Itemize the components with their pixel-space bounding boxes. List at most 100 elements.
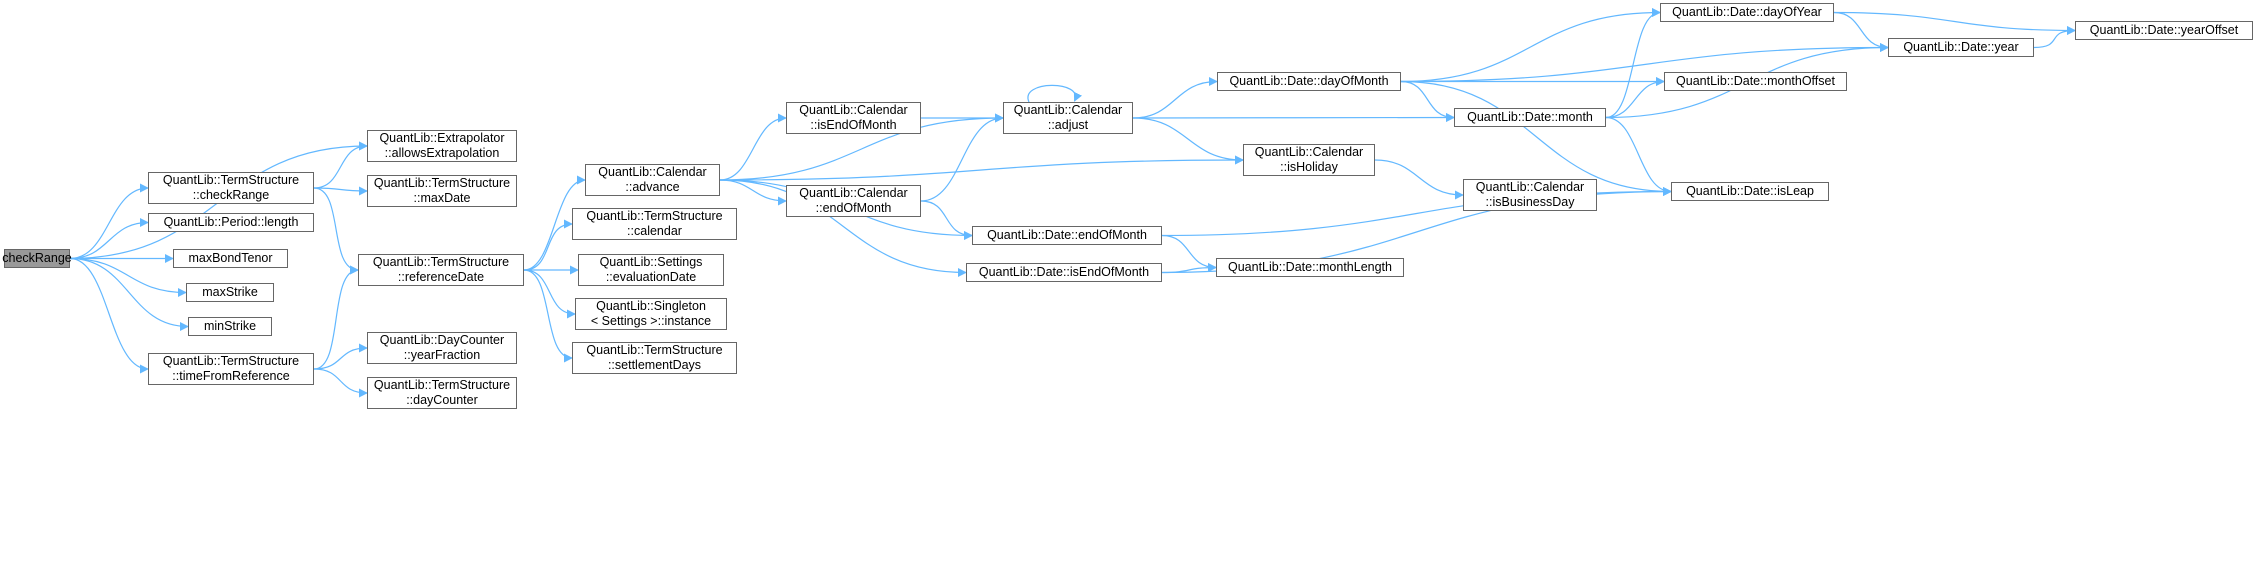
- edge-cal-adjust-to-date-month: [1132, 113, 1455, 123]
- graph-node-label: QuantLib::Date::year: [1903, 40, 2019, 54]
- edge-cal-advance-to-cal-isEndOfMonth: [719, 113, 787, 181]
- graph-node-date-monthOffset[interactable]: QuantLib::Date::monthOffset: [1664, 72, 1847, 91]
- graph-node-label: QuantLib::TermStructure: [162, 173, 300, 187]
- edge-ts-referenceDate-to-ts-settlementDays: [523, 269, 573, 363]
- graph-node-date-dayOfYear[interactable]: QuantLib::Date::dayOfYear: [1660, 3, 1834, 22]
- graph-node-cal-isBusinessDay[interactable]: QuantLib::Calendar::isBusinessDay: [1463, 179, 1597, 211]
- graph-node-label: QuantLib::Date::isLeap: [1686, 184, 1814, 198]
- graph-node-ts-calendar[interactable]: QuantLib::TermStructure::calendar: [572, 208, 737, 240]
- graph-node-ts-maxDate[interactable]: QuantLib::TermStructure::maxDate: [367, 175, 517, 207]
- graph-node-label: QuantLib::TermStructure: [373, 176, 511, 190]
- graph-node-label: QuantLib::Calendar: [598, 165, 707, 179]
- edge-date-month-to-date-isLeap: [1605, 116, 1672, 196]
- graph-node-label: QuantLib::Date::isEndOfMonth: [978, 265, 1150, 279]
- graph-node-label: QuantLib::Calendar: [1475, 180, 1585, 194]
- graph-node-settings-evalDate[interactable]: QuantLib::Settings::evaluationDate: [578, 254, 724, 286]
- graph-node-label: QuantLib::Settings: [599, 255, 703, 269]
- graph-node-cal-advance[interactable]: QuantLib::Calendar::advance: [585, 164, 720, 196]
- edge-cal-isHoliday-to-cal-isBusinessDay: [1374, 159, 1464, 200]
- graph-node-label: QuantLib::Calendar: [799, 186, 908, 200]
- graph-node-label: ::isHoliday: [1280, 160, 1338, 174]
- edge-date-endOfMonth-to-date-monthLength: [1161, 234, 1217, 272]
- edge-cal-endOfMonth-to-cal-adjust: [920, 113, 1004, 202]
- graph-node-label: QuantLib::TermStructure: [373, 378, 511, 392]
- graph-node-label: ::isBusinessDay: [1485, 195, 1575, 209]
- graph-node-extrap-allows[interactable]: QuantLib::Extrapolator::allowsExtrapolat…: [367, 130, 517, 162]
- graph-node-date-yearOffset[interactable]: QuantLib::Date::yearOffset: [2075, 21, 2253, 40]
- graph-node-label: ::advance: [625, 180, 680, 194]
- graph-node-ts-settlementDays[interactable]: QuantLib::TermStructure::settlementDays: [572, 342, 737, 374]
- graph-node-label: QuantLib::Calendar: [799, 103, 908, 117]
- graph-node-date-isLeap[interactable]: QuantLib::Date::isLeap: [1671, 182, 1829, 201]
- graph-node-singleton-instance[interactable]: QuantLib::Singleton< Settings >::instanc…: [575, 298, 727, 330]
- graph-node-label: QuantLib::Date::monthOffset: [1676, 74, 1835, 88]
- edge-date-year-to-date-yearOffset: [2033, 26, 2076, 49]
- graph-node-label: QuantLib::TermStructure: [372, 255, 510, 269]
- graph-node-date-month[interactable]: QuantLib::Date::month: [1454, 108, 1606, 127]
- graph-node-maxStrike[interactable]: maxStrike: [186, 283, 274, 302]
- edge-ts-checkRange-to-ts-maxDate: [313, 186, 368, 196]
- graph-node-ts-referenceDate[interactable]: QuantLib::TermStructure::referenceDate: [358, 254, 524, 286]
- graph-node-ts-checkRange[interactable]: QuantLib::TermStructure::checkRange: [148, 172, 314, 204]
- edge-ts-referenceDate-to-cal-advance: [523, 175, 586, 271]
- graph-node-label: ::settlementDays: [607, 358, 702, 372]
- graph-node-label: QuantLib::TermStructure: [586, 209, 723, 223]
- edge-ts-timeFromReference-to-ts-referenceDate: [313, 265, 359, 370]
- edge-date-dayOfMonth-to-date-dayOfYear: [1400, 8, 1661, 83]
- graph-node-label: QuantLib::Date::month: [1467, 110, 1593, 124]
- graph-node-maxBondTenor[interactable]: maxBondTenor: [173, 249, 288, 268]
- edge-ts-referenceDate-to-singleton-instance: [523, 269, 576, 319]
- edge-cal-endOfMonth-to-date-endOfMonth: [920, 200, 973, 240]
- graph-node-label: QuantLib::TermStructure: [586, 343, 723, 357]
- edge-date-month-to-date-monthOffset: [1605, 77, 1665, 119]
- graph-node-label: QuantLib::Extrapolator: [379, 131, 505, 145]
- graph-node-ts-timeFromReference[interactable]: QuantLib::TermStructure::timeFromReferen…: [148, 353, 314, 385]
- graph-node-label: QuantLib::Singleton: [596, 299, 706, 313]
- graph-node-date-dayOfMonth[interactable]: QuantLib::Date::dayOfMonth: [1217, 72, 1401, 91]
- graph-node-minStrike[interactable]: minStrike: [188, 317, 272, 336]
- graph-node-label: ::checkRange: [192, 188, 270, 202]
- graph-node-cal-endOfMonth[interactable]: QuantLib::Calendar::endOfMonth: [786, 185, 921, 217]
- graph-node-date-year[interactable]: QuantLib::Date::year: [1888, 38, 2034, 57]
- edge-cal-advance-to-cal-adjust: [719, 113, 1004, 181]
- graph-node-cal-isHoliday[interactable]: QuantLib::Calendar::isHoliday: [1243, 144, 1375, 176]
- graph-node-date-endOfMonth[interactable]: QuantLib::Date::endOfMonth: [972, 226, 1162, 245]
- edge-ts-referenceDate-to-ts-calendar: [523, 219, 573, 271]
- graph-node-label: QuantLib::Date::endOfMonth: [987, 228, 1147, 242]
- graph-node-label: maxStrike: [202, 285, 258, 299]
- graph-node-date-isEndOfMonth[interactable]: QuantLib::Date::isEndOfMonth: [966, 263, 1162, 282]
- graph-node-label: checkRange: [2, 251, 72, 265]
- graph-node-label: QuantLib::Calendar: [1013, 103, 1123, 117]
- graph-node-dc-yearFraction[interactable]: QuantLib::DayCounter::yearFraction: [367, 332, 517, 364]
- graph-node-ts-dayCounter[interactable]: QuantLib::TermStructure::dayCounter: [367, 377, 517, 409]
- graph-node-label: QuantLib::DayCounter: [379, 333, 505, 347]
- graph-node-label: ::referenceDate: [397, 270, 485, 284]
- graph-node-label: QuantLib::Date::dayOfMonth: [1229, 74, 1389, 88]
- graph-node-label: ::endOfMonth: [815, 201, 892, 215]
- graph-node-cal-adjust[interactable]: QuantLib::Calendar::adjust: [1003, 102, 1133, 134]
- graph-node-label: minStrike: [203, 319, 257, 333]
- graph-node-label: ::calendar: [627, 224, 682, 238]
- edge-ts-timeFromReference-to-ts-dayCounter: [313, 368, 368, 398]
- edge-ts-timeFromReference-to-dc-yearFraction: [313, 343, 368, 370]
- graph-node-label: < Settings >::instance: [590, 314, 712, 328]
- graph-node-cal-isEndOfMonth[interactable]: QuantLib::Calendar::isEndOfMonth: [786, 102, 921, 134]
- graph-node-label: QuantLib::Date::yearOffset: [2089, 23, 2239, 37]
- edge-date-dayOfMonth-to-date-year: [1400, 43, 1889, 83]
- graph-node-label: QuantLib::Calendar: [1254, 145, 1364, 159]
- edge-checkRange-to-ts-checkRange: [69, 183, 149, 260]
- graph-node-period-length[interactable]: QuantLib::Period::length: [148, 213, 314, 232]
- graph-node-label: ::adjust: [1047, 118, 1089, 132]
- edge-ts-checkRange-to-extrap-allows: [313, 141, 368, 189]
- graph-node-checkRange[interactable]: checkRange: [2, 249, 72, 268]
- edge-checkRange-to-minStrike: [69, 257, 189, 331]
- graph-node-label: ::dayCounter: [406, 393, 478, 407]
- graph-node-date-monthLength[interactable]: QuantLib::Date::monthLength: [1216, 258, 1404, 277]
- graph-node-label: ::evaluationDate: [605, 270, 697, 284]
- graph-node-label: ::yearFraction: [403, 348, 481, 362]
- edge-date-dayOfMonth-to-date-month: [1400, 80, 1455, 122]
- edge-checkRange-to-period-length: [69, 218, 149, 260]
- graph-node-label: ::maxDate: [413, 191, 471, 205]
